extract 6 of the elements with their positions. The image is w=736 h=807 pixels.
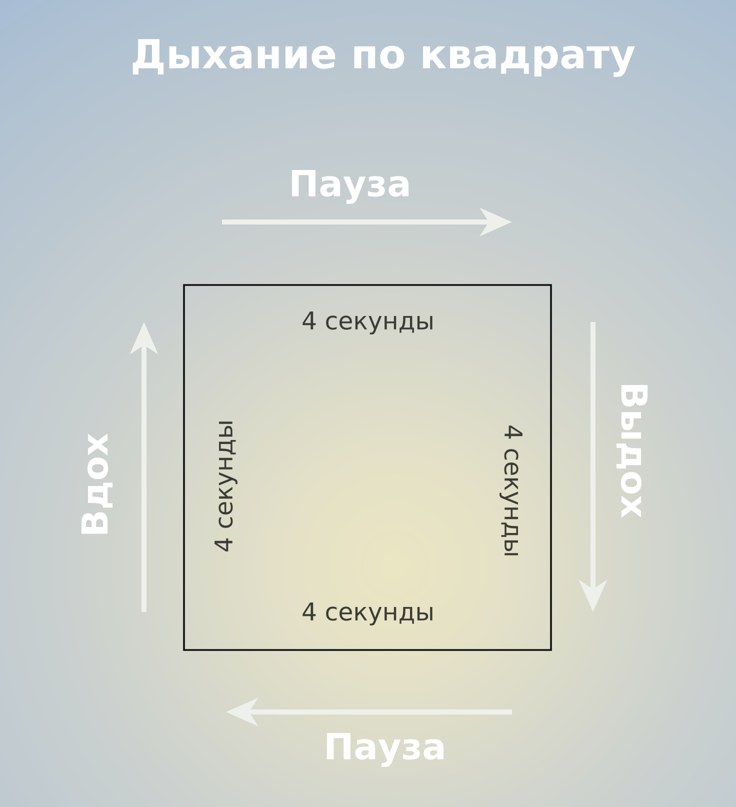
- duration-label: 4 секунды: [302, 312, 432, 334]
- phase-label: Пауза: [292, 170, 408, 204]
- duration-label: 4 секунды: [500, 426, 522, 556]
- duration-label: 4 секунды: [302, 602, 432, 626]
- duration-label: 4 секунды: [214, 422, 238, 552]
- title: Дыхание по квадрату: [132, 39, 635, 77]
